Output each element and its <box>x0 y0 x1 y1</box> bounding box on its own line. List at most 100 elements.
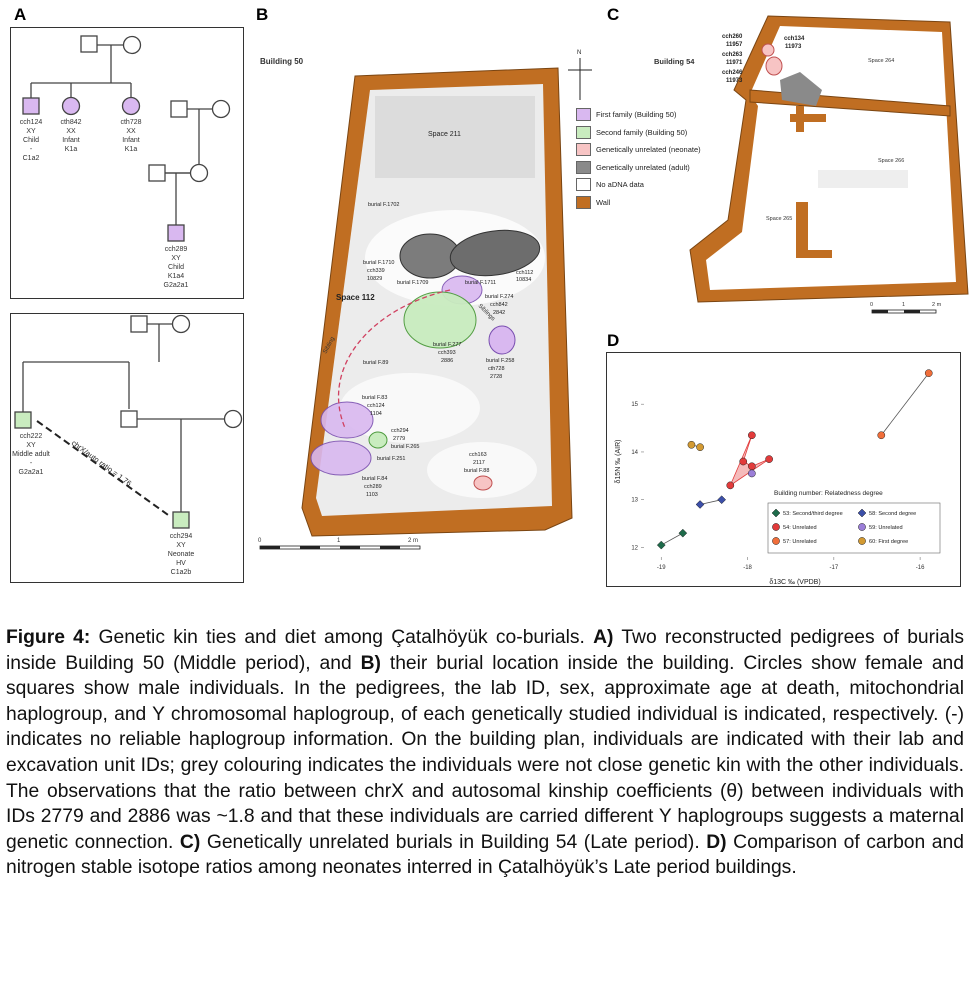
legend-item: Wall <box>576 194 726 212</box>
scale-label: 0 <box>870 302 873 308</box>
burial-label: burial F.1702 <box>368 202 400 208</box>
burial-f88 <box>473 475 493 491</box>
data-point <box>695 500 705 509</box>
scale-label: 2 m <box>408 538 418 544</box>
burial-label: burial F.258 <box>486 358 514 364</box>
burial-label: burial F.83 <box>362 395 387 401</box>
data-point <box>877 431 886 440</box>
caption-text: Genetically unrelated burials in Buildin… <box>200 831 707 853</box>
male-symbol <box>170 100 188 118</box>
panel-label-a: A <box>14 5 27 24</box>
burial-f83 <box>320 401 374 439</box>
burial-label: burial F.1711 <box>465 280 496 286</box>
y-axis-label: δ15N ‰ (AIR) <box>615 440 622 484</box>
scale-label: 1 <box>902 302 905 308</box>
burial-label: 2728 <box>490 374 502 380</box>
burial-label: 2779 <box>393 436 405 442</box>
cch294-label: Neonate <box>168 551 195 558</box>
scale-label: 0 <box>258 538 262 544</box>
burial-label: cth728 <box>488 366 505 372</box>
cth842-label: XX <box>66 128 76 135</box>
y-tick-label: 15 <box>631 402 638 408</box>
data-point <box>739 457 748 466</box>
legend-label: No aDNA data <box>596 180 644 190</box>
burial-label: burial F.251 <box>377 456 405 462</box>
chart-legend-box <box>767 502 941 554</box>
burial-label: burial F.265 <box>391 444 419 450</box>
burial-label: cch289 <box>364 484 382 490</box>
cch294-label: XY <box>176 542 186 549</box>
burial-label: 2842 <box>493 310 505 316</box>
chart-legend-marker <box>772 537 780 545</box>
burial-label: cch124 <box>367 403 385 409</box>
legend-item: No aDNA data <box>576 176 726 194</box>
burial-label: 2117 <box>473 460 485 466</box>
building-50-plan: Building 50 Space 211 Sibling Siblings S… <box>258 50 592 550</box>
cch289-label: Child <box>168 264 184 271</box>
adult-burial-1711 <box>449 229 541 277</box>
burial-label: cch134 <box>784 36 805 42</box>
cch124-label: XY <box>26 128 36 135</box>
chart-legend-label: 53: Second/third degree <box>783 511 843 517</box>
panel-label-c: C <box>607 5 620 24</box>
caption-panel-d: D) <box>706 831 727 853</box>
female-symbol <box>211 99 231 119</box>
burial-label: 10829 <box>367 276 382 282</box>
caption-text: Two reconstructed pedigrees of burials i… <box>6 627 964 674</box>
building-50-label: Building 50 <box>260 57 304 66</box>
male-symbol <box>148 164 166 182</box>
cch289-label: K1a4 <box>168 273 184 280</box>
cch124-label: Child <box>23 137 39 144</box>
series-link <box>880 372 930 436</box>
burial-label: 1104 <box>370 411 382 417</box>
chart-legend-label: 54: Unrelated <box>783 525 817 531</box>
scale-bar <box>259 545 421 550</box>
series-link <box>661 532 684 546</box>
data-point <box>748 462 756 471</box>
male-symbol-cch124 <box>22 97 40 115</box>
relation-label: chrX/auto ratio = 1.76 <box>70 438 133 488</box>
pedigree-top-box: cch124 XY Child - C1a2 cth842 XX Infant … <box>10 27 244 299</box>
female-symbol <box>122 35 142 55</box>
burial-pit <box>427 442 537 498</box>
burial-f84 <box>310 440 372 476</box>
legend-label: Wall <box>596 197 611 207</box>
interior-wall <box>796 250 832 258</box>
floor-patch <box>818 170 908 188</box>
caption-text: Genetic kin ties and diet among Çatalhöy… <box>90 627 594 648</box>
caption-text: their burial location inside the buildin… <box>6 652 964 853</box>
burial-label: cch112 <box>516 270 533 276</box>
female-symbol-cth842 <box>61 96 81 116</box>
legend-swatch <box>576 178 591 192</box>
x-axis-label: δ13C ‰ (VPDB) <box>769 579 820 586</box>
data-point <box>696 443 704 452</box>
legend-label: Second family (Building 50) <box>596 127 688 137</box>
cth842-label: K1a <box>65 146 78 153</box>
y-tick-label: 14 <box>631 450 638 456</box>
cch294-label: HV <box>176 560 186 567</box>
legend-swatch <box>576 143 591 157</box>
data-point <box>924 369 933 378</box>
burial-label: burial F.274 <box>485 294 513 300</box>
pedigree-bottom-box: chrX/auto ratio = 1.76 cch222 XY Middle … <box>10 313 244 583</box>
y-tick-label: 13 <box>631 498 638 504</box>
burial-pit <box>340 373 480 443</box>
space-211-area <box>375 96 535 178</box>
burial-f265 <box>368 431 388 449</box>
burial-label: 11973 <box>785 44 802 50</box>
cth728-label: XX <box>126 128 136 135</box>
burial-label: burial F.277 <box>433 342 461 348</box>
figure-caption: Figure 4: Genetic kin ties and diet amon… <box>6 625 964 881</box>
data-point <box>717 495 727 505</box>
caption-panel-a: A) <box>593 627 614 648</box>
burial-label: burial F.88 <box>464 468 489 474</box>
space-264-label: Space 264 <box>868 58 894 64</box>
legend-item: Genetically unrelated (neonate) <box>576 141 726 159</box>
female-symbol <box>223 409 243 429</box>
adult-burial <box>780 72 822 106</box>
burial-label: cch393 <box>438 350 456 356</box>
x-tick-label: -16 <box>916 565 925 571</box>
burial-f277 <box>403 291 477 349</box>
female-symbol <box>171 314 191 334</box>
space-265-label: Space 265 <box>766 216 792 222</box>
